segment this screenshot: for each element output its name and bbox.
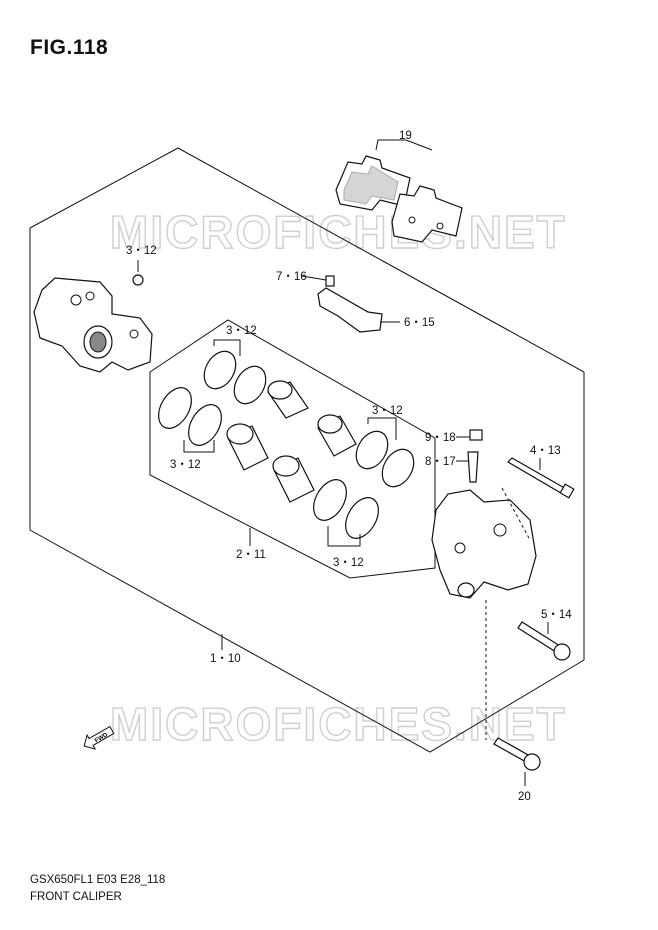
piston-kit-frame: [149, 319, 436, 579]
callout-3-12-a: 3・12: [126, 245, 157, 257]
callout-19: 19: [399, 130, 412, 142]
callout-7-16: 7・16: [276, 271, 307, 283]
callout-4-13: 4・13: [530, 445, 561, 457]
callout-6-15: 6・15: [404, 317, 435, 329]
caliper-bolt[interactable]: [517, 621, 571, 661]
callout-3-12-c: 3・12: [170, 459, 201, 471]
watermark-top: MICROFICHES.NET: [110, 206, 567, 258]
watermark-bottom: MICROFICHES.NET: [110, 698, 567, 750]
leader-3-12-b: [213, 339, 241, 356]
figure-name: FRONT CALIPER: [30, 891, 122, 903]
callout-1-10: 1・10: [210, 653, 241, 665]
callout-9-18: 9・18: [425, 432, 456, 444]
callout-8-17: 8・17: [425, 456, 456, 468]
brake-pad-set[interactable]: [335, 155, 463, 243]
pad-pin[interactable]: [507, 457, 575, 499]
fwd-arrow-icon: FWD: [83, 725, 115, 750]
pistons[interactable]: [226, 380, 357, 503]
leader-3-12-d: [367, 417, 397, 440]
model-code: GSX650FL1 E03 E28_118: [30, 874, 166, 886]
callout-3-12-b: 3・12: [226, 325, 257, 337]
caliper-body[interactable]: [431, 489, 537, 599]
axis-line-pin: [501, 487, 531, 541]
caliper-assembly-frame: [29, 147, 585, 753]
leader-3-12-e: [327, 526, 361, 547]
leader-3-12-c: [183, 440, 215, 453]
callout-3-12-e: 3・12: [333, 557, 364, 569]
callout-20: 20: [518, 791, 531, 803]
pad-spring[interactable]: [317, 287, 383, 333]
leader-19: [375, 139, 433, 151]
callout-3-12-d: 3・12: [372, 405, 403, 417]
leader-7-16: [301, 275, 327, 281]
callout-5-14: 5・14: [541, 609, 572, 621]
bleeder-valve[interactable]: [467, 451, 479, 483]
pad-spring-screw[interactable]: [325, 275, 335, 287]
mounting-bolt[interactable]: [493, 737, 541, 771]
piston-seals[interactable]: [152, 346, 420, 544]
dust-seal-small[interactable]: [132, 274, 144, 286]
caliper-bracket[interactable]: [33, 277, 153, 373]
bleeder-cap[interactable]: [469, 429, 483, 441]
figure-title: FIG.118: [30, 36, 109, 59]
callout-2-11: 2・11: [236, 549, 266, 561]
